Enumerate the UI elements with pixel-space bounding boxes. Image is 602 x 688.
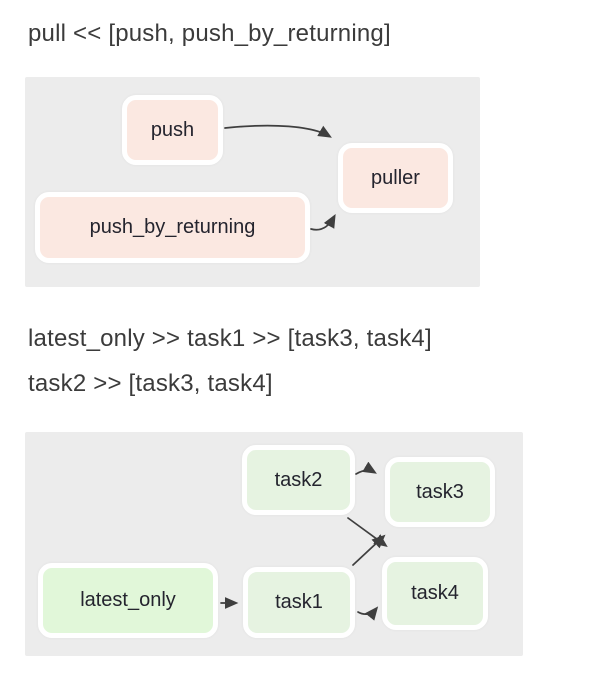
dag-node-push_by_returning: push_by_returning bbox=[35, 192, 310, 263]
edge-layer bbox=[220, 461, 388, 621]
dag-diagram-latest-only: task2 task3 latest_only task1 task4 bbox=[25, 432, 523, 656]
code-line-task2: task2 >> [task3, task4] bbox=[28, 370, 273, 397]
code-line-pull-push: pull << [push, push_by_returning] bbox=[28, 20, 391, 47]
edge-task1-to-task3 bbox=[352, 534, 386, 566]
code-block-latest-only: latest_only >> task1 >> [task3, task4] t… bbox=[28, 316, 432, 406]
edge-layer bbox=[224, 124, 336, 231]
dag-node-push: push bbox=[122, 95, 223, 165]
edge-task2-to-task3 bbox=[355, 461, 377, 475]
edge-push_by_returning-to-puller bbox=[310, 214, 336, 231]
code-line-latest-only: latest_only >> task1 >> [task3, task4] bbox=[28, 325, 432, 352]
dag-node-latest_only: latest_only bbox=[38, 563, 218, 638]
dag-node-puller: puller bbox=[338, 143, 453, 213]
dag-node-task3: task3 bbox=[385, 457, 495, 527]
dag-diagram-xcom: push puller push_by_returning bbox=[25, 77, 480, 287]
edge-push-to-puller bbox=[224, 124, 332, 138]
dag-node-task4: task4 bbox=[382, 557, 488, 630]
edge-task1-to-task4 bbox=[357, 606, 379, 621]
dag-node-task2: task2 bbox=[242, 445, 355, 515]
dag-node-task1: task1 bbox=[243, 567, 355, 638]
